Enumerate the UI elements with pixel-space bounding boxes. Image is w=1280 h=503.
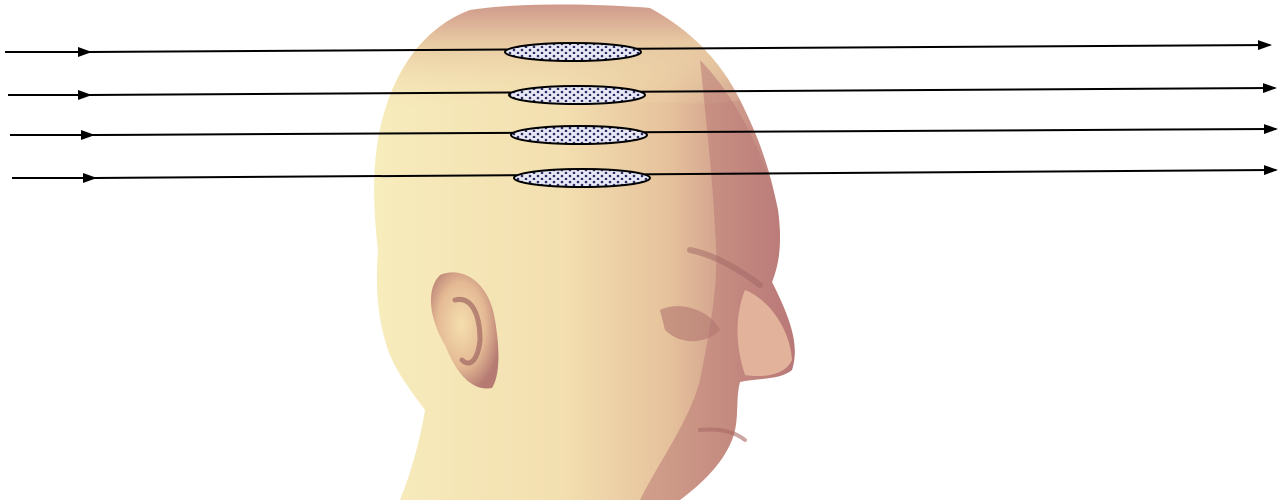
dotted-ellipse-slice-icon [511, 126, 647, 144]
head-profile-icon [374, 5, 795, 501]
nose [738, 290, 793, 376]
dotted-ellipse-slice-icon [509, 86, 645, 104]
dotted-ellipse-slice-icon [514, 169, 650, 187]
dotted-ellipse-slice-icon [505, 43, 641, 61]
